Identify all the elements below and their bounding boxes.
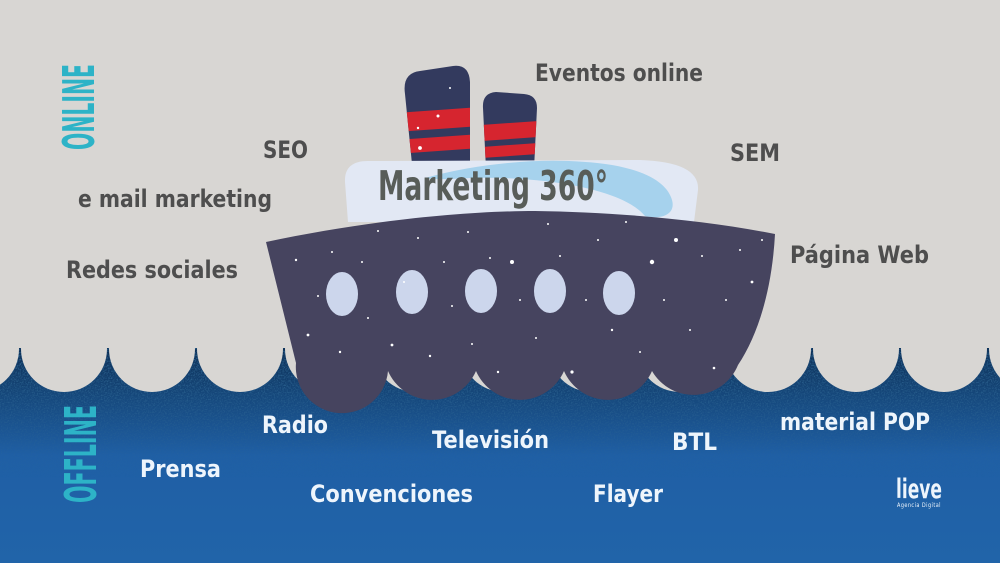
deck-accent-swoosh [425,160,673,218]
ship-hull [266,211,775,414]
speckle-stars-icon [294,87,763,374]
porthole [396,270,428,314]
label-redes-sociales: Redes sociales [66,256,238,284]
porthole [465,269,497,313]
label-pagina-web: Página Web [790,241,929,269]
porthole [534,269,566,313]
online-axis-label: ONLINE [54,64,105,150]
smokestack-left-stripes [404,107,470,154]
label-email-marketing: e mail marketing [78,185,272,213]
label-convenciones: Convenciones [310,480,473,508]
label-seo: SEO [263,136,308,164]
page-title: Marketing 360° [378,162,608,210]
label-material-pop: material POP [780,408,930,436]
zone-axis-labels: ONLINE OFFLINE [54,64,107,503]
offline-axis-label: OFFLINE [56,405,107,503]
smokestack-right-stripes [482,120,537,159]
label-flayer: Flayer [593,480,663,508]
lieve-logo-wordmark: lieve [896,474,942,505]
online-labels: SEO Eventos online SEM e mail marketing … [66,59,929,284]
lieve-logo: lieve Agencia Digital [896,474,942,509]
label-sem: SEM [730,139,780,167]
label-television: Televisión [432,426,549,454]
label-btl: BTL [672,428,717,456]
porthole [326,272,358,316]
label-eventos-online: Eventos online [535,59,703,87]
lieve-logo-tagline: Agencia Digital [897,501,941,509]
label-radio: Radio [262,411,328,439]
steamship-icon: Marketing 360° [266,65,775,414]
label-prensa: Prensa [140,455,221,483]
offline-labels: Radio Televisión BTL material POP Prensa… [140,408,942,509]
porthole [603,271,635,315]
